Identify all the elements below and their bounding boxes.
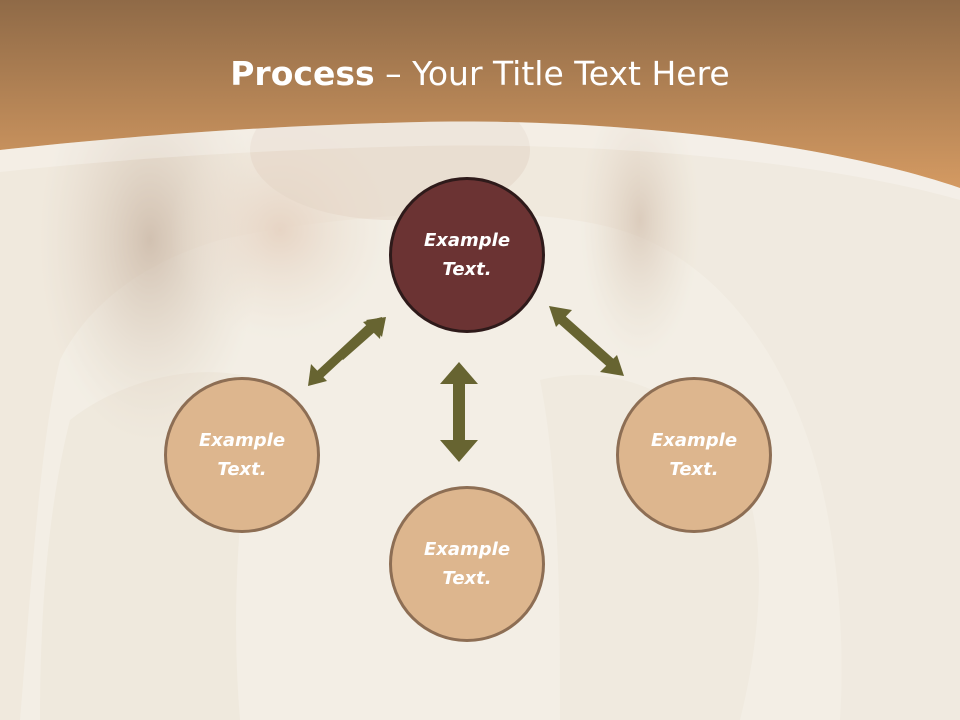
node-right-text: Example Text.	[650, 430, 738, 480]
node-left: Example Text.	[164, 377, 320, 533]
slide-title: Process – Your Title Text Here	[0, 52, 960, 96]
node-bottom: Example Text.	[389, 486, 545, 642]
node-left-text: Example Text.	[198, 430, 286, 480]
node-top: Example Text.	[389, 177, 545, 333]
title-bold: Process	[230, 54, 375, 93]
node-right: Example Text.	[616, 377, 772, 533]
arrow-top-bottom	[440, 362, 478, 462]
title-rest: – Your Title Text Here	[374, 54, 730, 93]
arrow-top-left	[308, 317, 386, 386]
arrow-top-right	[549, 306, 624, 376]
node-bottom-text: Example Text.	[423, 539, 511, 589]
node-top-text: Example Text.	[423, 230, 511, 280]
